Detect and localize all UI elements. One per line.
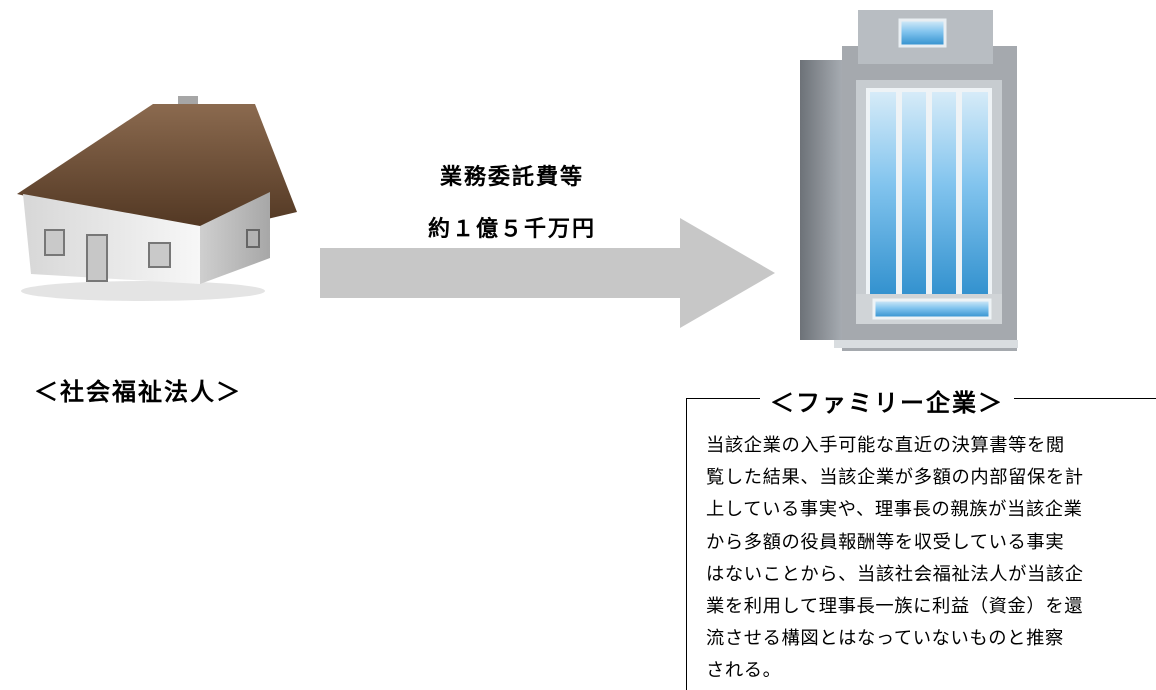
- payment-amount: 約１億５千万円: [428, 217, 597, 242]
- building-icon: [800, 10, 1018, 351]
- house-icon: [17, 96, 297, 301]
- family-company-label: ＜ファミリー企業＞: [760, 383, 1014, 418]
- note-text: 当該企業の入手可能な直近の決算書等を閲 覧した結果、当該企業が多額の内部留保を計…: [706, 435, 1084, 682]
- arrow-icon: [320, 218, 775, 328]
- payment-title: 業務委託費等: [440, 165, 585, 190]
- social-welfare-label: ＜社会福祉法人＞: [34, 378, 242, 406]
